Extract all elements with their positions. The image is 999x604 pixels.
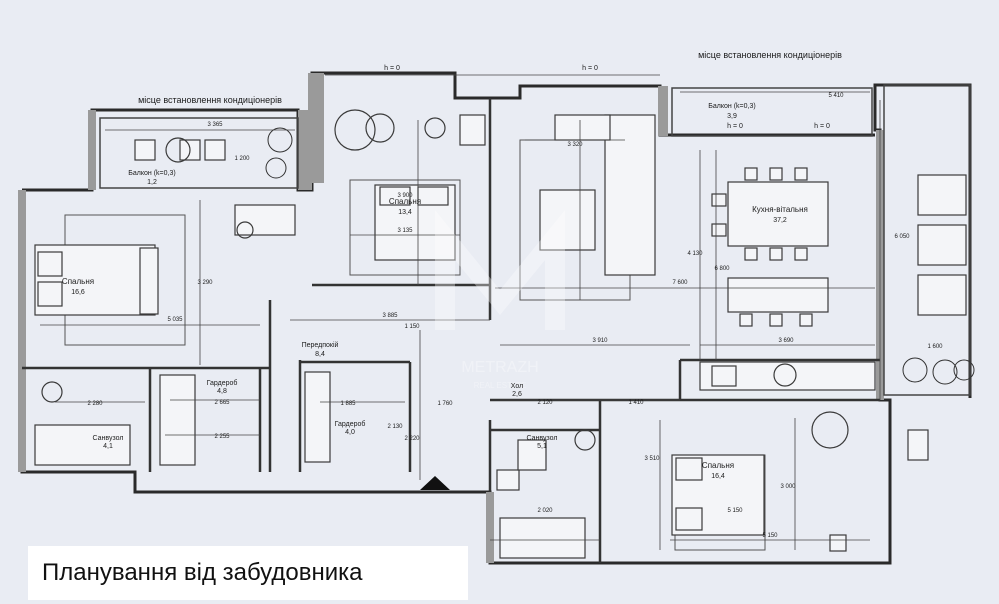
room-area: 16,4 (711, 473, 725, 480)
room-name: Спальня (389, 197, 421, 206)
h0-label: h = 0 (727, 123, 743, 130)
room-area: 4,1 (103, 443, 113, 450)
room-name: Гардероб (335, 420, 366, 428)
furniture (34, 114, 967, 559)
exterior-walls (20, 71, 972, 565)
room-name: Кухня-вітальня (752, 205, 808, 214)
h0-label: h = 0 (814, 123, 830, 130)
dim-label: 1 885 (340, 401, 356, 407)
dim-label: 1 600 (927, 344, 943, 350)
room-area: 2,6 (512, 391, 522, 398)
watermark-brand: METRAZH (461, 359, 538, 376)
room-name: Передпокій (302, 341, 339, 349)
dim-label: 2 120 (537, 400, 553, 406)
dim-label: 2 020 (537, 508, 553, 514)
dimension-labels: 3 365 1 200 3 135 3 900 3 320 5 410 5 03… (87, 93, 943, 539)
dim-label: 3 320 (567, 142, 583, 148)
dim-label: 3 000 (780, 484, 796, 490)
dim-label: 2 220 (404, 436, 420, 442)
room-area: 16,6 (71, 289, 85, 296)
dim-label: 2 665 (214, 400, 230, 406)
dim-label: 5 150 (727, 508, 743, 514)
dim-label: 3 135 (397, 228, 413, 234)
room-area: 1,2 (147, 179, 157, 186)
dim-label: 3 690 (778, 338, 794, 344)
watermark-sub: REAL ESTATE (474, 381, 527, 390)
room-name: Балкон (k=0,3) (708, 103, 755, 110)
dim-label: 4 130 (687, 251, 703, 257)
dim-label: 3 900 (397, 193, 413, 199)
room-area: 4,8 (217, 388, 227, 395)
dim-label: 3 510 (644, 456, 660, 462)
dim-label: 5 150 (762, 533, 778, 539)
dim-label: 2 255 (214, 434, 230, 440)
plants (265, 127, 975, 385)
round-furniture (41, 109, 849, 451)
balcony-outlines (99, 84, 971, 396)
watermark: METRAZH REAL ESTATE (435, 210, 565, 390)
room-area: 4,0 (345, 429, 355, 436)
dim-label: 6 800 (714, 266, 730, 272)
plan-caption: Планування від забудовника (28, 546, 468, 600)
dim-label: 5 035 (167, 317, 183, 323)
room-area: 3,9 (727, 113, 737, 120)
dimension-lines (40, 74, 881, 550)
ac-label-right: місце встановлення кондиціонерів (698, 50, 842, 60)
room-name: Санвузол (527, 435, 558, 442)
room-area: 5,1 (537, 443, 547, 450)
interior-walls (22, 98, 880, 563)
room-name: Спальня (702, 461, 734, 470)
h0-label: h = 0 (384, 65, 400, 72)
dim-label: 1 410 (628, 400, 644, 406)
room-name: Хол (511, 383, 523, 390)
dim-label: 2 280 (87, 401, 103, 407)
dim-label: 1 200 (234, 156, 250, 162)
dim-label: 5 410 (828, 93, 844, 99)
room-name: Санвузол (93, 435, 124, 442)
room-name: Балкон (k=0,3) (128, 170, 175, 177)
dim-label: 3 910 (592, 338, 608, 344)
dim-label: 1 150 (404, 324, 420, 330)
dim-label: 3 365 (207, 122, 223, 128)
dim-label: 7 600 (672, 280, 688, 286)
ac-label-left: місце встановлення кондиціонерів (138, 95, 282, 105)
room-area: 13,4 (398, 209, 412, 216)
room-labels: Балкон (k=0,3) 1,2 Спальня 16,6 Спальня … (62, 103, 808, 480)
dim-label: 2 130 (387, 424, 403, 430)
room-name: Гардероб (207, 379, 238, 387)
dim-label: 3 290 (197, 280, 213, 286)
room-area: 37,2 (773, 217, 787, 224)
room-name: Спальня (62, 277, 94, 286)
room-area: 8,4 (315, 351, 325, 358)
dim-label: 3 885 (382, 313, 398, 319)
h0-label: h = 0 (582, 65, 598, 72)
dim-label: 6 050 (894, 234, 910, 240)
entrance-marker (420, 476, 450, 490)
dim-label: 1 760 (437, 401, 453, 407)
